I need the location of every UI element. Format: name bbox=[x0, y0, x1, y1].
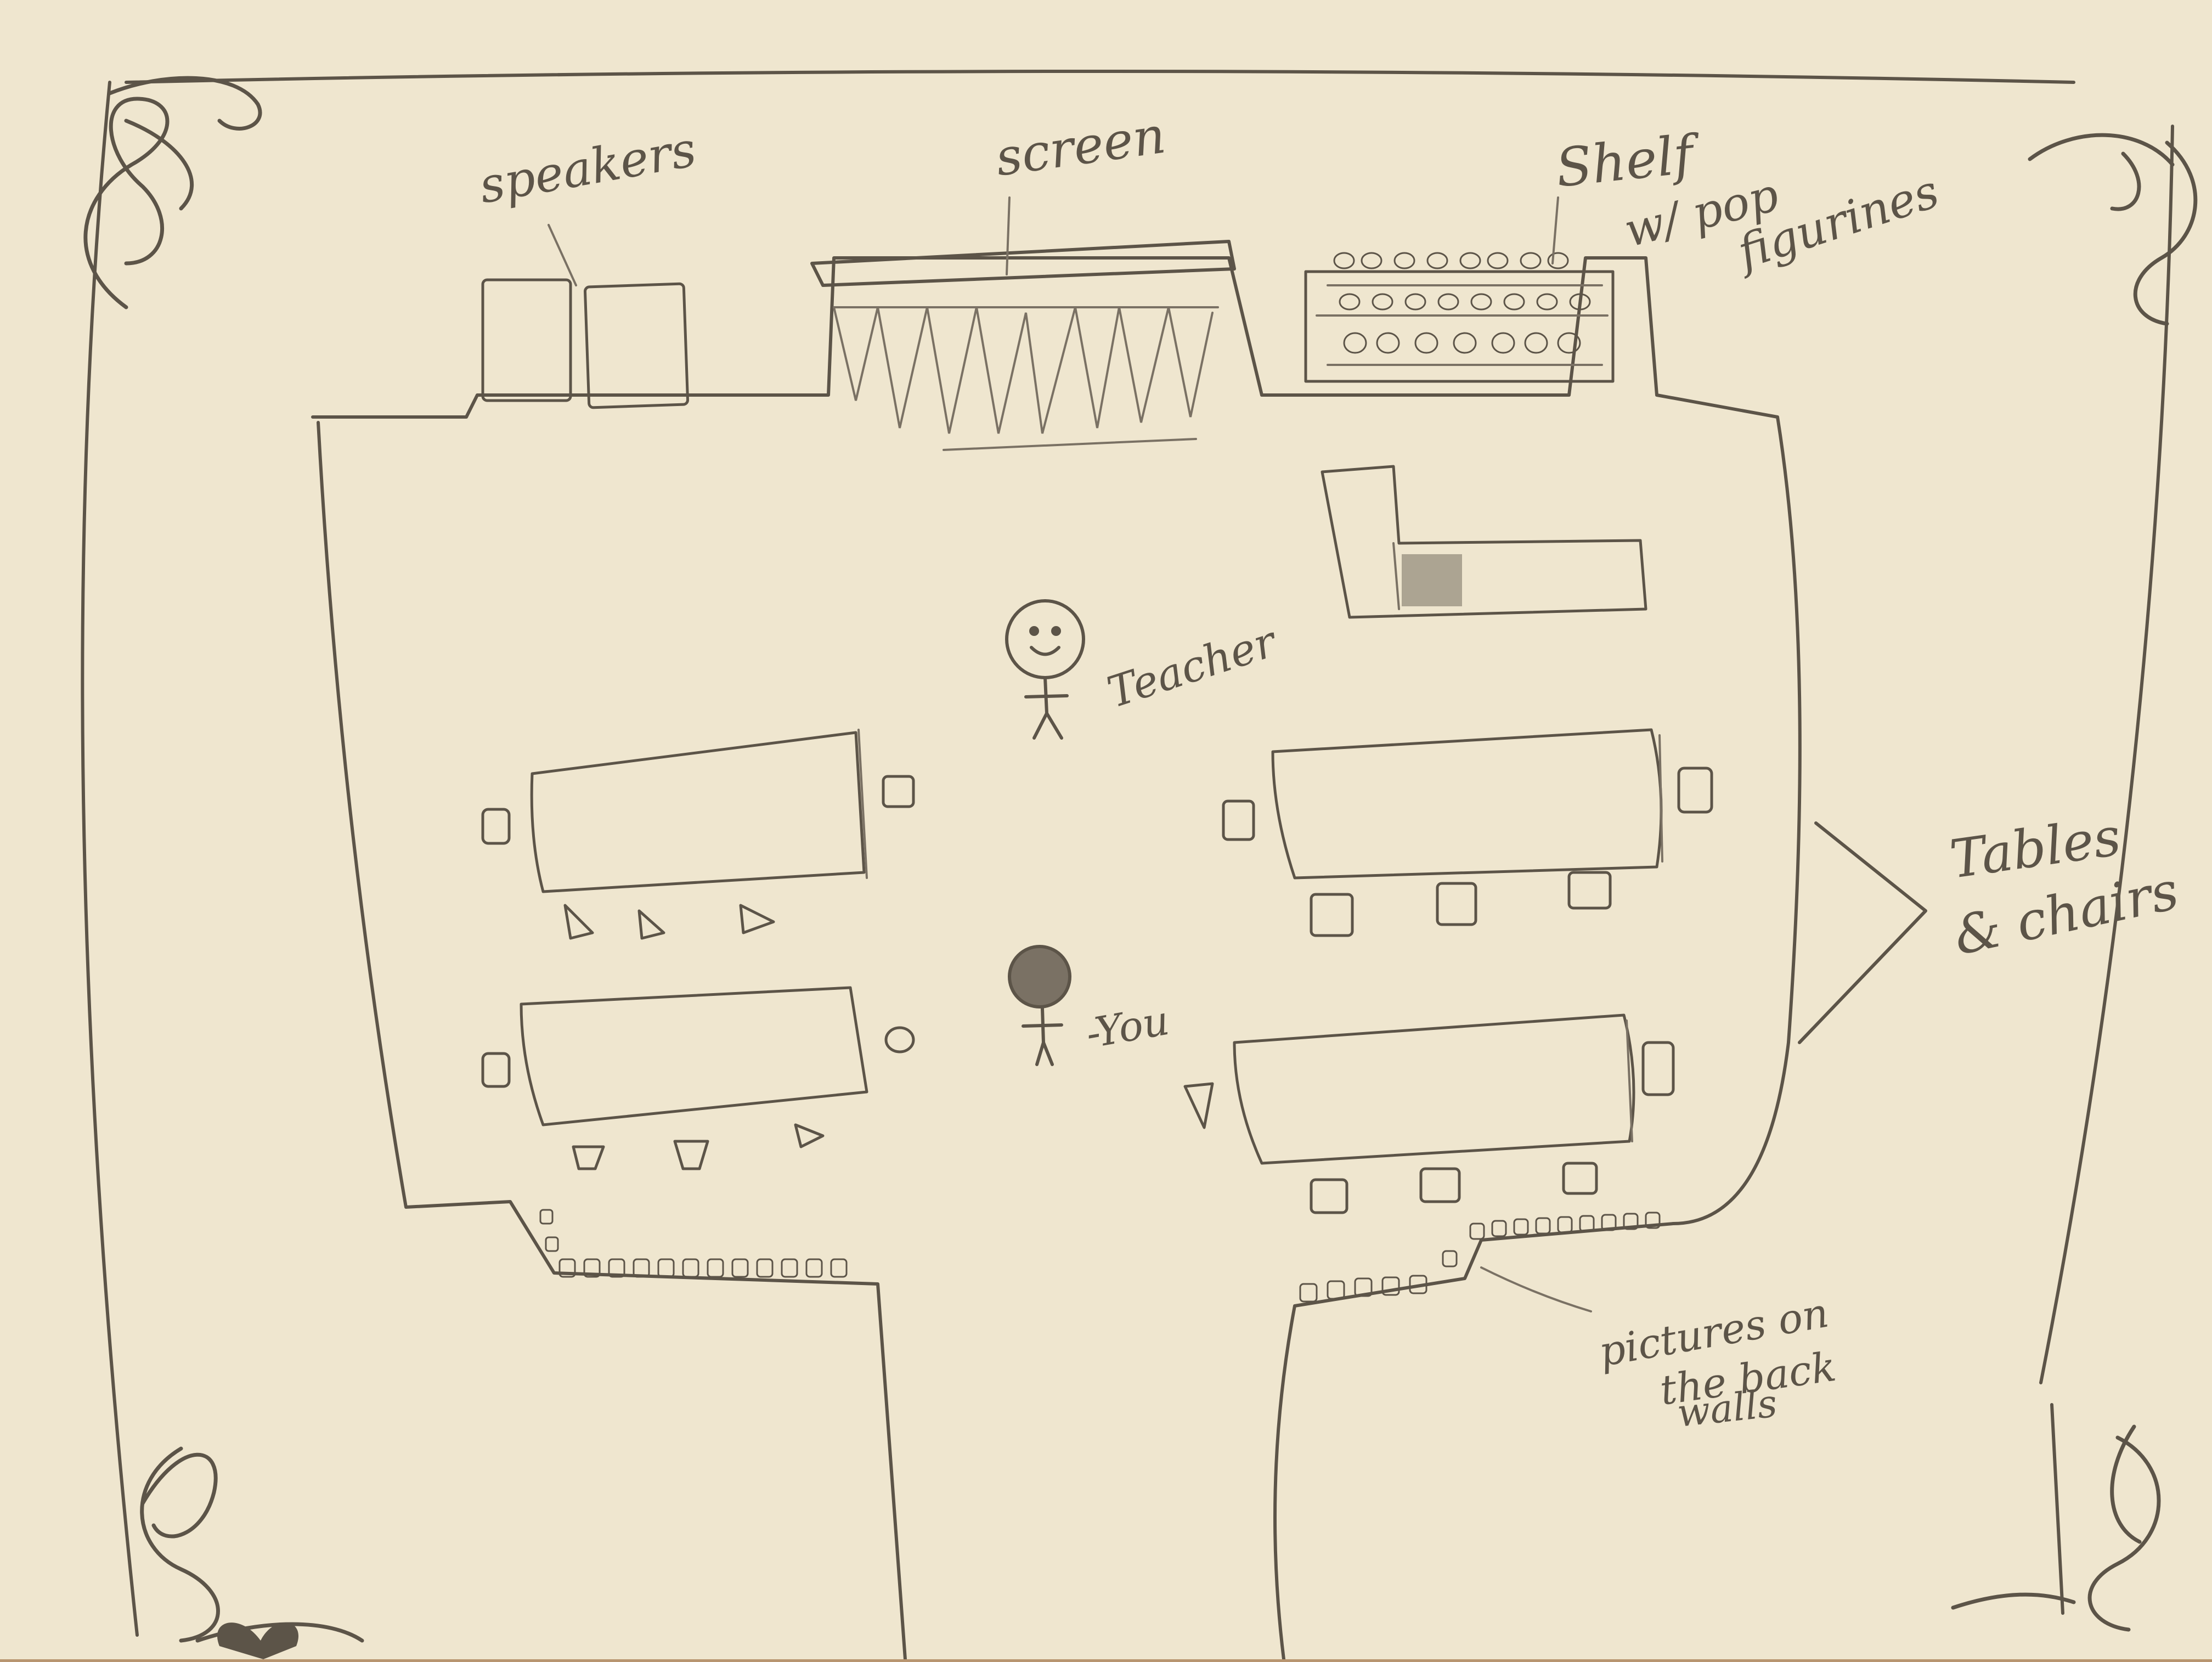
speaker-right bbox=[583, 282, 690, 409]
screen-bar bbox=[810, 240, 1236, 287]
table-group-top-left bbox=[481, 729, 915, 940]
shelf bbox=[1304, 270, 1615, 383]
heart-icon bbox=[217, 1622, 299, 1659]
speakers-pointer bbox=[548, 224, 577, 286]
back-wall-pictures-left bbox=[539, 1209, 848, 1278]
page-border bbox=[125, 70, 2075, 84]
treble-clef-flourish-icon bbox=[1951, 1424, 2161, 1632]
tables-bracket bbox=[1798, 821, 1927, 1044]
table-group-bottom-left bbox=[481, 986, 915, 1170]
pictures-pointer bbox=[1480, 1266, 1592, 1312]
teacher-desk bbox=[1321, 465, 1647, 619]
you-figure-icon bbox=[1008, 945, 1071, 1066]
table-group-bottom-right bbox=[1183, 1013, 1675, 1214]
page-border-left bbox=[81, 81, 139, 1637]
room-wall-outline bbox=[311, 256, 1802, 1661]
label-pictures-line3: walls bbox=[1675, 1381, 1779, 1436]
treble-clef-flourish-icon bbox=[83, 76, 262, 309]
pop-figurines bbox=[1333, 252, 1591, 354]
table-group-top-right bbox=[1222, 728, 1713, 937]
screen-hatched-area bbox=[833, 306, 1219, 451]
shelf-pointer bbox=[1551, 196, 1559, 264]
teacher-figure-icon bbox=[1005, 599, 1085, 740]
room-wall-left bbox=[317, 421, 907, 1661]
screen-pointer bbox=[1006, 196, 1011, 275]
label-shelf-line1: Shelf bbox=[1553, 123, 1704, 199]
page-border-right-low bbox=[2050, 1403, 2064, 1615]
treble-clef-flourish-icon bbox=[2028, 133, 2198, 326]
back-wall-pictures-right bbox=[1299, 1212, 1661, 1303]
speaker-left bbox=[481, 278, 572, 402]
